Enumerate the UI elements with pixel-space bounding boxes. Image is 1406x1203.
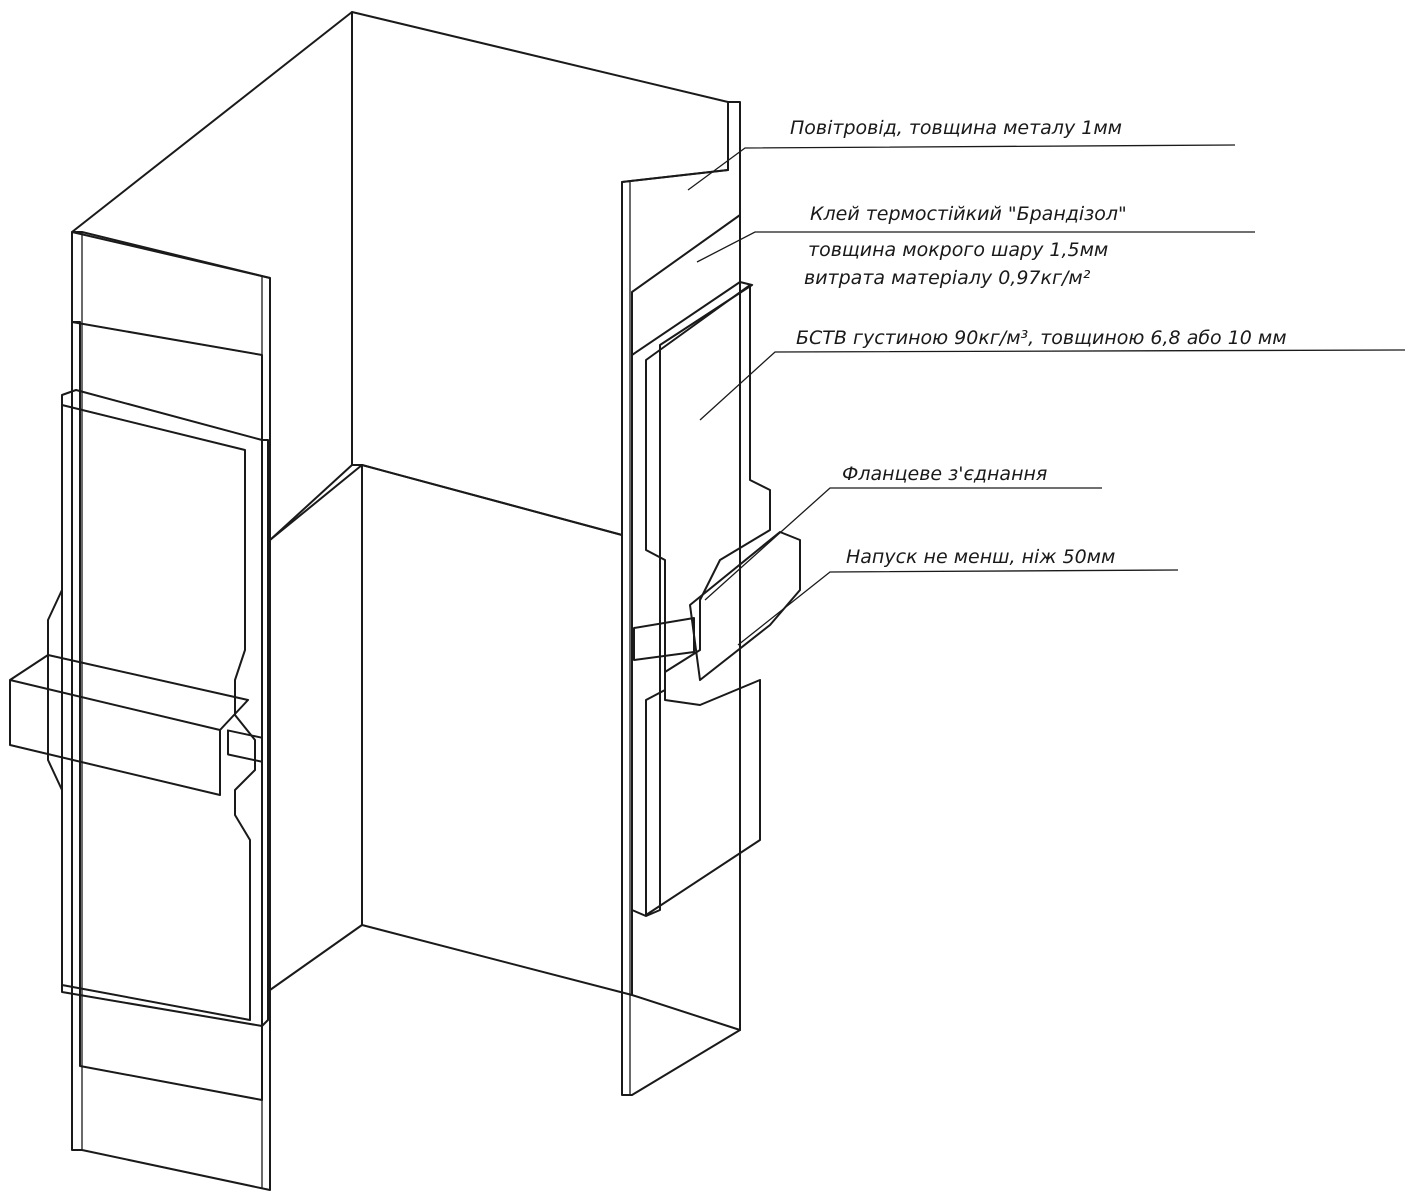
label-overlap: Напуск не менш, ніж 50мм	[846, 546, 1115, 568]
leader-lines	[687, 144, 1406, 646]
duct-back-face	[351, 11, 729, 536]
right-foil-layer	[631, 281, 753, 917]
right-flange-collar	[689, 531, 801, 681]
label-insulation: БСТВ густиною 90кг/м³, товщиною 6,8 або …	[796, 327, 1287, 349]
right-wall-section	[621, 101, 801, 1096]
left-adhesive-layer	[71, 321, 263, 1101]
left-flange-slot	[227, 729, 263, 763]
left-foil-layer	[61, 389, 269, 1027]
left-wall-section	[9, 231, 271, 1191]
right-duct-metal	[621, 101, 741, 1096]
right-adhesive-layer	[631, 214, 741, 1031]
label-adhesive-title: Клей термостійкий "Брандізол"	[810, 203, 1127, 225]
duct-top-left-face	[71, 11, 353, 541]
label-adhesive-consumption: витрата матеріалу 0,97кг/м²	[804, 267, 1091, 289]
label-duct: Повітровід, товщина металу 1мм	[790, 117, 1122, 139]
label-flange: Фланцеве з'єднання	[842, 463, 1047, 485]
left-duct-metal	[71, 231, 271, 1191]
right-flange-slot	[633, 617, 695, 661]
label-adhesive-thickness: товщина мокрого шару 1,5мм	[808, 239, 1108, 261]
